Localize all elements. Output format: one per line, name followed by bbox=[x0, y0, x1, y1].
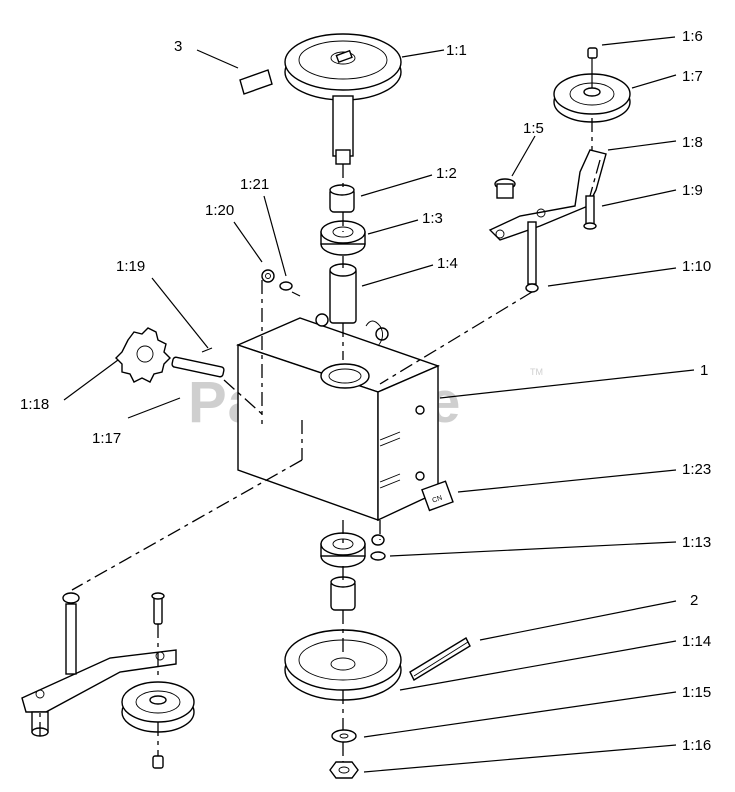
shoulder-bolt bbox=[583, 195, 597, 230]
callout-1-9: 1:9 bbox=[682, 182, 703, 199]
callout-1-15: 1:15 bbox=[682, 684, 711, 701]
fastener-1-20 bbox=[261, 269, 275, 283]
spacer-lower bbox=[330, 576, 356, 611]
callout-1-3: 1:3 bbox=[422, 210, 443, 227]
fastener-1-21 bbox=[279, 281, 301, 297]
svg-text:CN: CN bbox=[431, 495, 443, 505]
knob bbox=[115, 327, 171, 383]
callout-1-4: 1:4 bbox=[437, 255, 458, 272]
callout-1-5: 1:5 bbox=[523, 120, 544, 137]
leader-lines bbox=[63, 36, 695, 773]
belt-strip-3 bbox=[239, 69, 273, 95]
idler-pulley-upper bbox=[553, 47, 631, 123]
spring-clip bbox=[315, 313, 389, 347]
callout-1-8: 1:8 bbox=[682, 134, 703, 151]
hex-nut bbox=[329, 761, 359, 779]
watermark-trademark: TM bbox=[530, 367, 543, 377]
callout-1-6: 1:6 bbox=[682, 28, 703, 45]
washer bbox=[331, 729, 357, 743]
callout-1-20: 1:20 bbox=[205, 202, 234, 219]
top-pulley bbox=[284, 33, 402, 165]
callout-1-13: 1:13 bbox=[682, 534, 711, 551]
callout-1-2: 1:2 bbox=[436, 165, 457, 182]
idler-pulley-lower bbox=[121, 592, 195, 769]
callout-labels: 3 1:1 1:2 1:3 1:4 1:5 1:6 1:7 1:8 1:9 1:… bbox=[20, 28, 711, 754]
belt-strip-2 bbox=[409, 637, 471, 681]
callout-1-19: 1:19 bbox=[116, 258, 145, 275]
callout-1-1: 1:1 bbox=[446, 42, 467, 59]
idler-arm-upper bbox=[488, 149, 607, 293]
callout-1-14: 1:14 bbox=[682, 633, 711, 650]
knob-shaft bbox=[171, 347, 225, 378]
callout-1-16: 1:16 bbox=[682, 737, 711, 754]
callout-1-17: 1:17 bbox=[92, 430, 121, 447]
decal: CN bbox=[421, 480, 454, 512]
idler-arm-lower bbox=[21, 592, 177, 713]
sleeve bbox=[329, 263, 357, 324]
callout-1-21: 1:21 bbox=[240, 176, 269, 193]
callout-1-7: 1:7 bbox=[682, 68, 703, 85]
callout-1: 1 bbox=[700, 362, 708, 379]
callout-1-18: 1:18 bbox=[20, 396, 49, 413]
bearing-upper bbox=[320, 220, 366, 256]
callout-2: 2 bbox=[690, 592, 698, 609]
retaining-clip bbox=[370, 534, 386, 561]
assembly-lines bbox=[39, 118, 601, 762]
mounting-bracket bbox=[236, 317, 440, 522]
callout-1-23: 1:23 bbox=[682, 461, 711, 478]
pivot-pin bbox=[494, 178, 516, 199]
callout-3: 3 bbox=[174, 38, 182, 55]
callout-1-10: 1:10 bbox=[682, 258, 711, 275]
spacer-upper bbox=[329, 184, 355, 213]
bearing-lower bbox=[320, 532, 366, 568]
